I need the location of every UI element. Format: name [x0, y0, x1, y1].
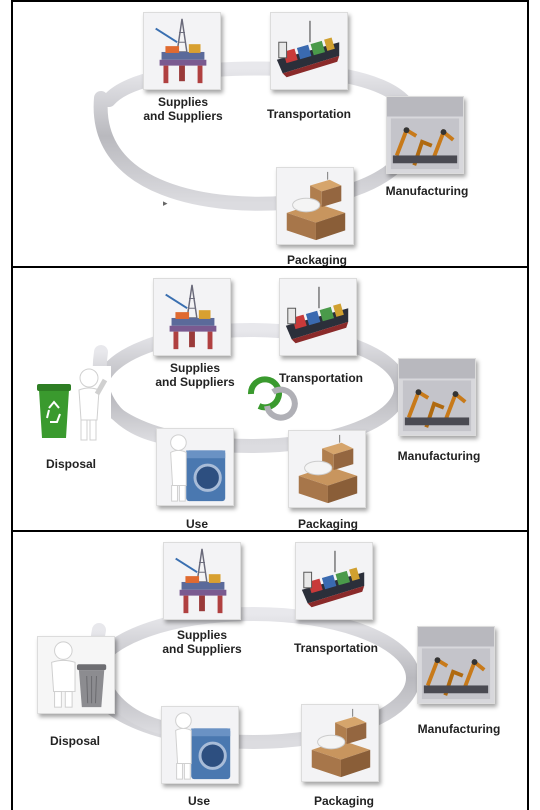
panel-circular-lifecycle: Supplies and Suppliers Transportation Ma… — [11, 266, 529, 532]
label-packaging: Packaging — [297, 517, 359, 531]
cargo-ship-icon — [295, 542, 373, 620]
label-transportation: Transportation — [278, 371, 363, 385]
oil-rig-icon — [163, 542, 241, 620]
label-disposal: Disposal — [45, 457, 96, 471]
mouse-cursor-icon: ▸ — [163, 198, 168, 208]
panel-end-of-life: Supplies and Suppliers Transportation Ma… — [11, 530, 529, 810]
label-supplies: Supplies and Suppliers — [131, 95, 235, 123]
label-transportation: Transportation — [293, 641, 378, 655]
robotic-assembly-icon — [386, 96, 464, 174]
label-supplies-line2: and Suppliers — [162, 642, 242, 656]
cardboard-boxes-icon — [276, 167, 354, 245]
label-packaging: Packaging — [286, 253, 348, 267]
recycle-bin-icon — [33, 366, 111, 444]
label-supplies: Supplies and Suppliers — [143, 361, 247, 389]
label-use: Use — [185, 517, 208, 531]
robotic-assembly-icon — [417, 626, 495, 704]
cardboard-boxes-icon — [301, 704, 379, 782]
cardboard-boxes-icon — [288, 430, 366, 508]
robotic-assembly-icon — [398, 358, 476, 436]
label-supplies-line2: and Suppliers — [155, 375, 235, 389]
washing-machine-icon — [161, 706, 239, 784]
circular-arrows-icon — [247, 376, 298, 421]
label-disposal: Disposal — [49, 734, 100, 748]
label-use: Use — [187, 794, 210, 808]
label-manufacturing: Manufacturing — [385, 184, 469, 198]
label-packaging: Packaging — [313, 794, 375, 808]
label-manufacturing: Manufacturing — [417, 722, 501, 736]
cargo-ship-icon — [270, 12, 348, 90]
label-supplies: Supplies and Suppliers — [149, 628, 255, 656]
washing-machine-icon — [156, 428, 234, 506]
label-supplies-line2: and Suppliers — [143, 109, 223, 123]
oil-rig-icon — [143, 12, 221, 90]
label-supplies-line1: Supplies — [169, 361, 220, 375]
panel-linear-supply-chain: Supplies and Suppliers Transportation Ma… — [11, 0, 529, 268]
label-supplies-line1: Supplies — [176, 628, 227, 642]
label-transportation: Transportation — [266, 107, 351, 121]
cargo-ship-icon — [279, 278, 357, 356]
label-manufacturing: Manufacturing — [397, 449, 481, 463]
label-supplies-line1: Supplies — [157, 95, 208, 109]
oil-rig-icon — [153, 278, 231, 356]
trash-bin-icon — [37, 636, 115, 714]
